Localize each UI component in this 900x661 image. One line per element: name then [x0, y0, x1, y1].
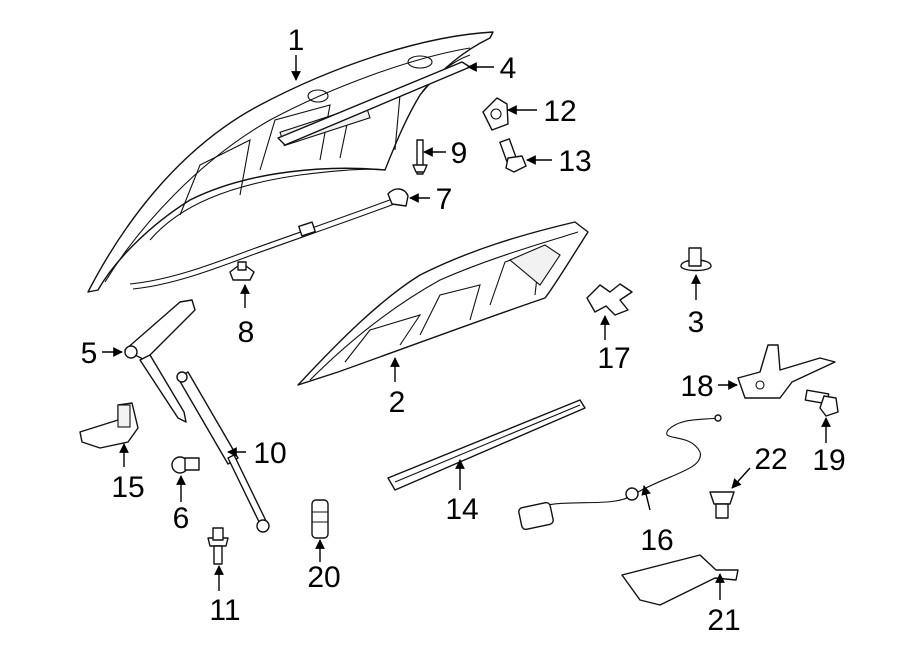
push-pin-3	[680, 247, 712, 272]
callout-6: 6	[173, 502, 190, 535]
pin-9	[412, 139, 428, 175]
bolt-13	[499, 138, 527, 173]
bumper-20	[311, 499, 329, 539]
seal-trim	[387, 399, 586, 491]
callout-14: 14	[445, 493, 478, 526]
callout-17: 17	[597, 342, 630, 375]
callout-19: 19	[812, 444, 845, 477]
callout-4: 4	[500, 52, 517, 85]
bolt-6	[171, 456, 200, 474]
leader-22	[731, 467, 751, 489]
hood-insulator	[297, 221, 589, 386]
callout-13: 13	[558, 145, 591, 178]
push-clip-22	[709, 491, 735, 519]
callout-18: 18	[680, 370, 713, 403]
bolt-11	[207, 527, 229, 565]
callout-15: 15	[111, 471, 144, 504]
leader-16	[641, 485, 651, 511]
callout-11: 11	[209, 594, 240, 627]
bolt-19	[804, 389, 839, 417]
nut-12	[482, 97, 509, 131]
hood-hinge	[124, 299, 196, 423]
splash-shield	[621, 554, 739, 606]
hood-panel	[87, 31, 494, 293]
callout-12: 12	[543, 95, 576, 128]
hood-support-rod	[129, 188, 409, 290]
bracket-15	[79, 402, 139, 449]
callout-10: 10	[253, 437, 286, 470]
clip-8	[229, 261, 255, 281]
callout-22: 22	[754, 443, 787, 476]
callout-20: 20	[307, 561, 340, 594]
callout-16: 16	[640, 524, 673, 557]
callout-2: 2	[389, 386, 406, 419]
clip-17	[586, 283, 633, 316]
release-cable	[518, 414, 722, 531]
callout-21: 21	[707, 604, 740, 637]
callout-9: 9	[451, 137, 468, 170]
leader-lines	[102, 55, 831, 600]
callout-7: 7	[436, 183, 453, 216]
callout-3: 3	[688, 306, 705, 339]
callout-8: 8	[238, 316, 255, 349]
callout-labels: 1 4 12 9 13 7 3 8 17 5 2 18 19 10 15 22 …	[81, 24, 846, 637]
hood-latch	[737, 344, 836, 399]
callout-5: 5	[81, 337, 98, 370]
callout-1: 1	[288, 24, 305, 57]
